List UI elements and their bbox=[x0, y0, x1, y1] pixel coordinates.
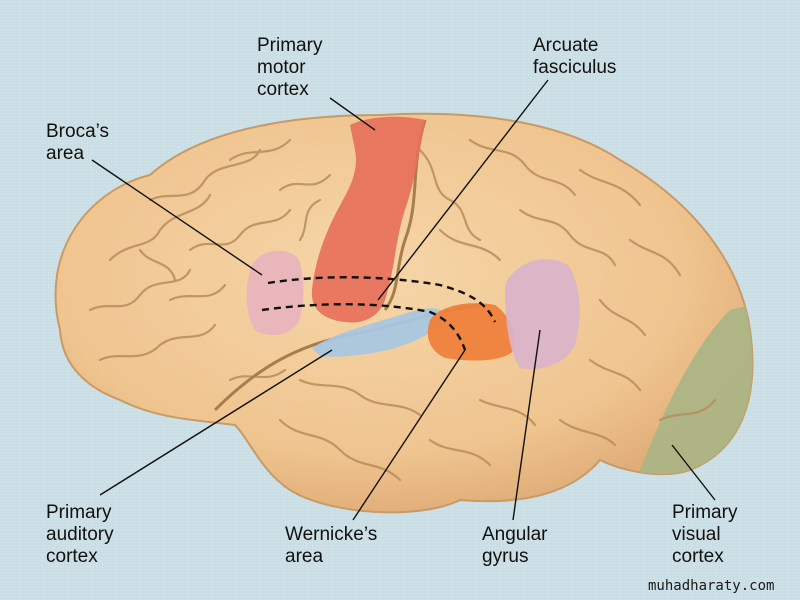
sulci-pattern bbox=[88, 138, 717, 482]
region-primary-motor-cortex bbox=[311, 116, 425, 323]
label-arcuate-fasciculus: Arcuate fasciculus bbox=[533, 35, 617, 78]
region-primary-auditory-cortex bbox=[312, 308, 445, 357]
leader-angular bbox=[512, 329, 541, 521]
region-wernickes-area bbox=[427, 303, 515, 361]
region-brocas-area bbox=[246, 250, 304, 336]
watermark-text: muhadharaty.com bbox=[648, 578, 775, 594]
leader-wernicke bbox=[352, 349, 466, 521]
leader-visual bbox=[671, 444, 716, 501]
region-angular-gyrus bbox=[505, 259, 580, 370]
leader-arcuate bbox=[377, 79, 549, 301]
leader-auditory bbox=[99, 349, 333, 496]
label-primary-motor-cortex: Primary motor cortex bbox=[257, 35, 323, 100]
leader-motor bbox=[329, 97, 376, 131]
label-primary-auditory-cortex: Primary auditory cortex bbox=[46, 502, 114, 567]
leader-broca bbox=[91, 159, 263, 276]
arcuate-fasciculus-paths bbox=[261, 276, 497, 351]
leader-lines bbox=[91, 79, 716, 521]
label-primary-visual-cortex: Primary visual cortex bbox=[672, 502, 738, 567]
label-wernickes-area: Wernicke’s area bbox=[285, 524, 378, 567]
label-brocas-area: Broca’s area bbox=[46, 121, 110, 164]
label-angular-gyrus: Angular gyrus bbox=[482, 524, 548, 567]
